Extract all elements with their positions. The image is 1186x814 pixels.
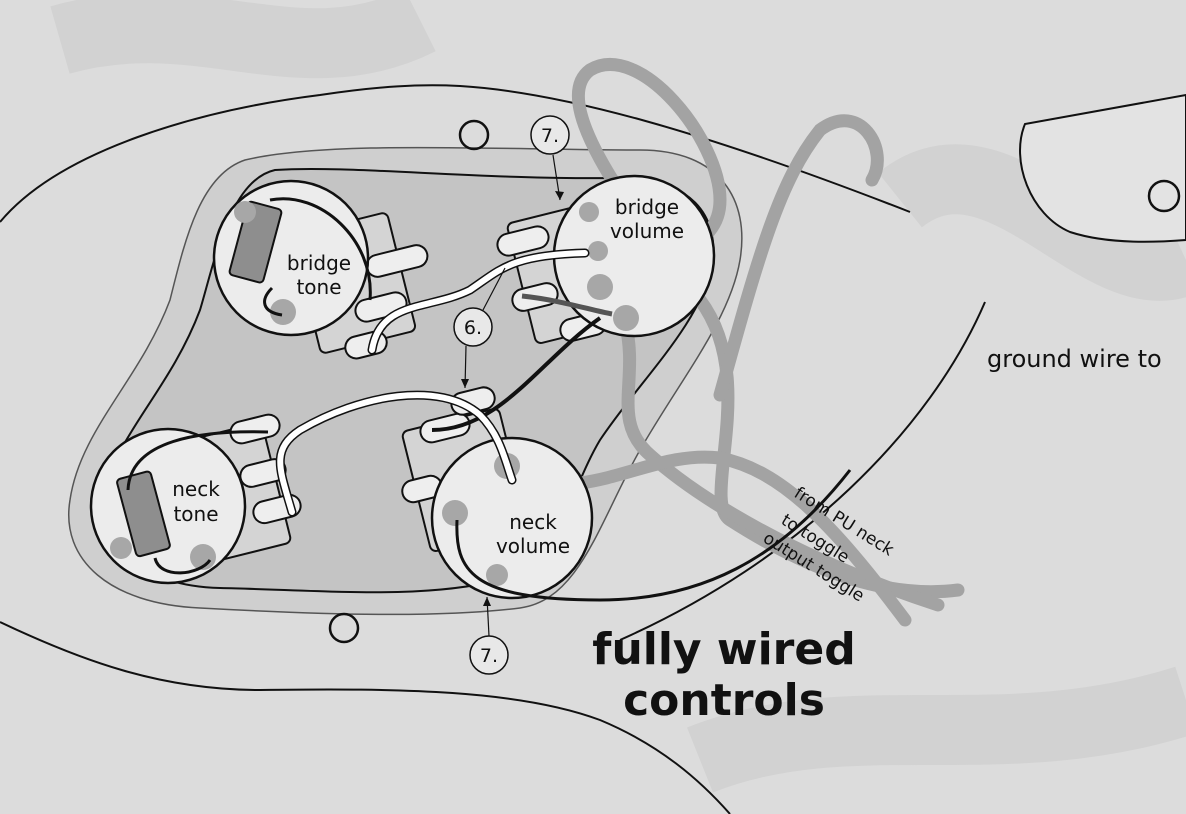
solder-lug — [270, 299, 296, 325]
solder-lug — [234, 201, 256, 223]
callout-middle-six: 6. — [453, 267, 506, 389]
screw-hole-bottom — [328, 612, 360, 644]
black-wires — [126, 197, 852, 602]
bridge-volume-pot: bridge volume — [496, 174, 716, 344]
bridge-volume-label-2: volume — [610, 219, 684, 243]
bridge-tone-label-2: tone — [296, 275, 341, 299]
solder-lug — [587, 274, 613, 300]
callout-top-seven: 7. — [530, 115, 570, 201]
white-wires — [275, 248, 590, 517]
neck-volume-label-2: volume — [496, 534, 570, 558]
side-label-ground-wire: ground wire to — [987, 345, 1162, 373]
body-right-curve — [619, 301, 986, 641]
guitar-body-outline — [0, 84, 911, 223]
bridge-tone-label-1: bridge — [287, 251, 351, 275]
capacitor — [228, 200, 283, 284]
neck-tone-pot: neck tone — [89, 413, 302, 585]
solder-lug — [110, 537, 132, 559]
screw-hole-top — [458, 119, 490, 151]
switch-cavity — [1019, 93, 1186, 243]
solder-lug — [190, 544, 216, 570]
diagram-title-line-2: controls — [623, 675, 825, 726]
solder-lug — [486, 564, 508, 586]
bridge-volume-label-1: bridge — [615, 195, 679, 219]
bridge-tone-pot: bridge tone — [212, 179, 429, 360]
svg-text:7.: 7. — [541, 125, 559, 147]
solder-lug — [442, 500, 468, 526]
svg-text:6.: 6. — [464, 317, 482, 339]
solder-lug — [613, 305, 639, 331]
diagram-title-line-1: fully wired — [592, 624, 855, 675]
svg-text:7.: 7. — [480, 645, 498, 667]
neck-volume-label-1: neck — [509, 510, 557, 534]
neck-tone-label-2: tone — [173, 502, 218, 526]
capacitor — [116, 470, 171, 558]
solder-lug — [588, 241, 608, 261]
solder-lug — [579, 202, 599, 222]
body-lower-edge — [0, 621, 731, 814]
cavity-screw-hole — [1147, 179, 1181, 213]
callout-bottom-seven: 7. — [469, 596, 509, 675]
neck-tone-label-1: neck — [172, 477, 220, 501]
